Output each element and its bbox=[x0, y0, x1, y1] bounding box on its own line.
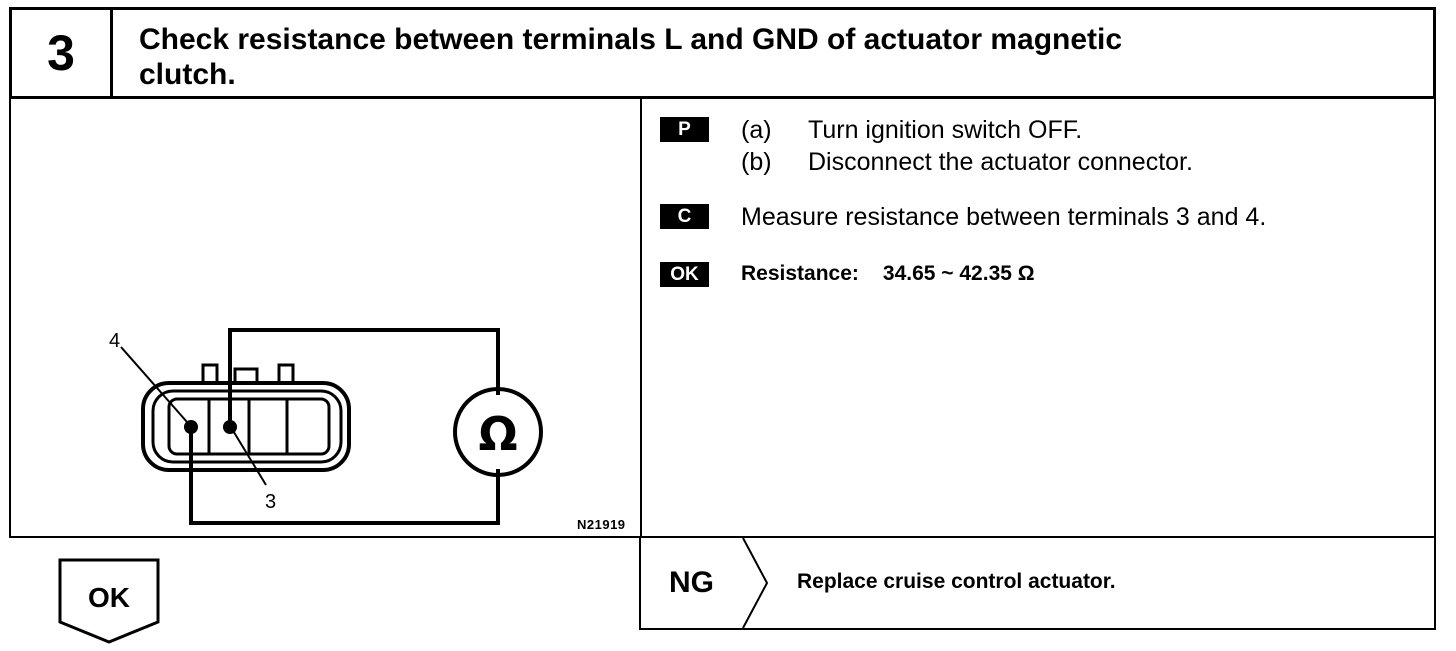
ok-label: OK bbox=[88, 582, 130, 613]
step-a-text: Turn ignition switch OFF. bbox=[808, 116, 1083, 144]
check-badge: C bbox=[660, 204, 709, 229]
ng-label: NG bbox=[669, 566, 714, 599]
step-b-text: Disconnect the actuator connector. bbox=[808, 148, 1193, 176]
leader-line-4 bbox=[120, 346, 188, 423]
step-title-line2: clutch. bbox=[139, 58, 236, 91]
ohm-symbol: Ω bbox=[478, 407, 517, 461]
lead-wire-top bbox=[228, 328, 500, 427]
step-panel: 4 3 Ω N21919 P (a) Turn ignition switch O… bbox=[9, 97, 1436, 538]
lead-wire-bottom bbox=[189, 427, 500, 525]
resistance-spec: Resistance: 34.65 ~ 42.35 Ω bbox=[741, 262, 1035, 286]
chevron-right-icon bbox=[742, 538, 769, 628]
ok-spec-badge: OK bbox=[660, 262, 709, 287]
ohmmeter-circle bbox=[453, 387, 543, 477]
step-b-label: (b) bbox=[741, 148, 772, 176]
connector-diagram: 4 3 Ω bbox=[109, 328, 543, 525]
ng-action-text: Replace cruise control actuator. bbox=[797, 570, 1116, 593]
connector-housing-outer bbox=[141, 381, 351, 472]
figure-id: N21919 bbox=[577, 517, 626, 532]
ok-result-box: OK bbox=[58, 558, 162, 651]
panel-divider bbox=[640, 97, 642, 536]
terminal-label-4: 4 bbox=[109, 330, 120, 352]
terminal-4-dot bbox=[184, 420, 198, 434]
terminal-3-dot bbox=[223, 420, 237, 434]
step-a: (a) Turn ignition switch OFF. bbox=[741, 115, 1082, 145]
terminal-label-3: 3 bbox=[265, 491, 276, 513]
step-b: (b) Disconnect the actuator connector. bbox=[741, 147, 1193, 177]
connector-housing-inner bbox=[151, 389, 343, 464]
ok-arrow-shape: OK bbox=[58, 558, 160, 644]
prep-badge: P bbox=[660, 117, 709, 142]
ng-result-box: NG Replace cruise control actuator. bbox=[639, 538, 1436, 630]
leader-line-3 bbox=[231, 428, 267, 486]
step-header: 3 Check resistance between terminals L a… bbox=[9, 7, 1436, 99]
connector-lock-tabs bbox=[201, 363, 295, 383]
check-text: Measure resistance between terminals 3 a… bbox=[741, 203, 1267, 231]
step-title: Check resistance between terminals L and… bbox=[139, 22, 1419, 92]
step-number: 3 bbox=[12, 10, 113, 96]
resistance-value: 34.65 ~ 42.35 Ω bbox=[882, 262, 1035, 285]
step-title-line1: Check resistance between terminals L and… bbox=[139, 23, 1123, 56]
resistance-label: Resistance: bbox=[741, 262, 859, 285]
step-a-label: (a) bbox=[741, 116, 772, 144]
